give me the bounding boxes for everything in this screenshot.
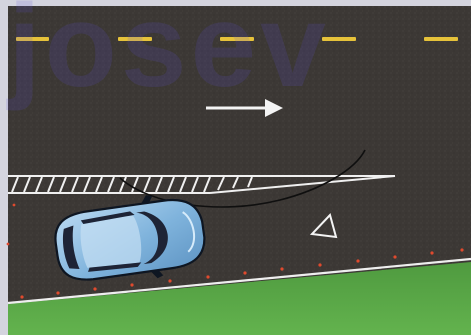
watermark: josev xyxy=(6,0,330,112)
